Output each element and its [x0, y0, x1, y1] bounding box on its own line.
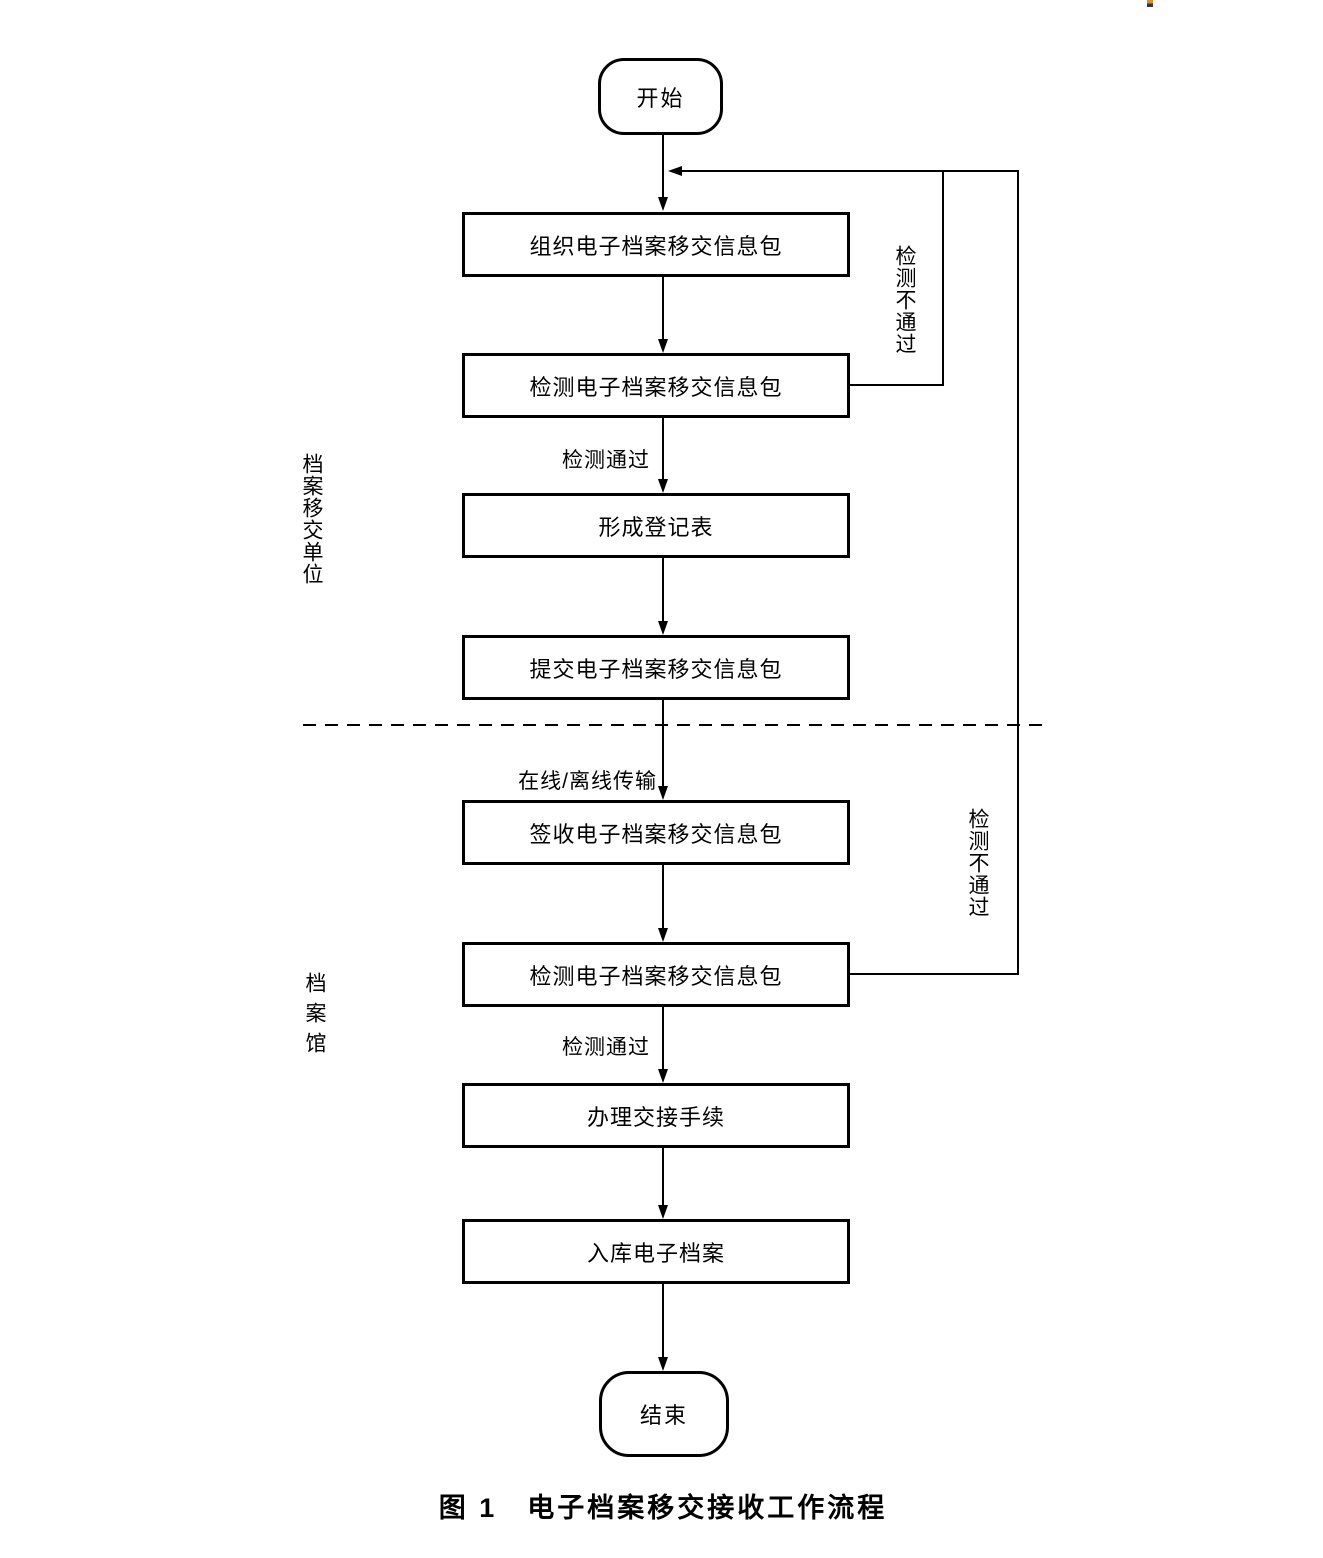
node-handover-procedure: 办理交接手续 — [462, 1083, 850, 1148]
edge-label-transmission: 在线/离线传输 — [518, 770, 657, 793]
edge-label-unit-fail: 检测不通过 — [893, 245, 916, 355]
node-receive-package: 签收电子档案移交信息包 — [462, 800, 850, 865]
figure-caption: 图 1 电子档案移交接收工作流程 — [438, 1493, 888, 1523]
node-form-register: 形成登记表 — [462, 493, 850, 558]
arrowhead-organize — [658, 197, 668, 211]
arrowhead-receive — [658, 786, 668, 800]
arrowhead-submit — [658, 621, 668, 635]
arrowhead-checkarchive — [658, 928, 668, 942]
node-start: 开始 — [598, 58, 723, 135]
edge-label-archive-pass: 检测通过 — [562, 1036, 650, 1059]
arrowhead-fail-return — [668, 166, 682, 176]
node-end: 结束 — [599, 1371, 729, 1457]
lane-label-transfer-unit: 档案移交单位 — [300, 453, 323, 585]
node-check-package-archive: 检测电子档案移交信息包 — [462, 942, 850, 1007]
node-organize-package: 组织电子档案移交信息包 — [462, 212, 850, 277]
node-store-archives: 入库电子档案 — [462, 1219, 850, 1284]
scan-artifact — [1147, 0, 1153, 7]
arrowhead-store — [658, 1205, 668, 1219]
arrowhead-checkunit — [658, 339, 668, 353]
edge-label-unit-pass: 检测通过 — [562, 449, 650, 472]
arrowhead-register — [658, 479, 668, 493]
arrowhead-handover — [658, 1069, 668, 1083]
node-submit-package: 提交电子档案移交信息包 — [462, 635, 850, 700]
edge-label-archive-fail: 检测不通过 — [966, 808, 989, 918]
arrowhead-end — [658, 1357, 668, 1371]
edge-checkarchive-fail-loop — [681, 170, 1019, 975]
node-check-package-unit: 检测电子档案移交信息包 — [462, 353, 850, 418]
lane-label-archive: 档案馆 — [303, 972, 326, 1062]
edge-checkunit-fail-loop — [850, 171, 944, 386]
